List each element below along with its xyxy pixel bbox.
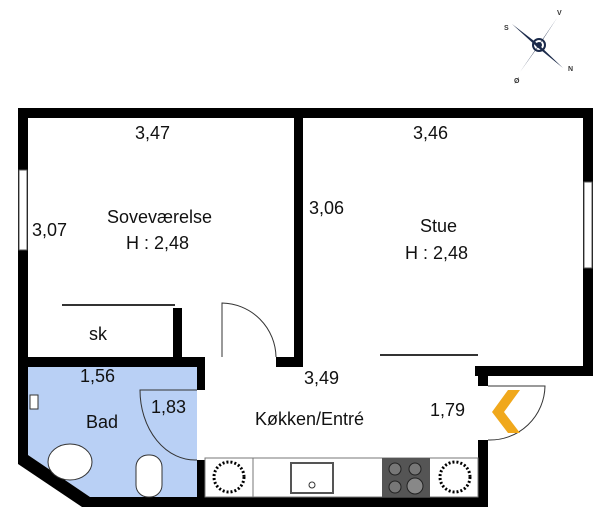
compass-west: V	[557, 10, 562, 17]
compass-icon: S V N Ø	[504, 10, 573, 85]
living-height: H : 2,48	[405, 243, 468, 263]
windows	[18, 169, 593, 269]
bedroom-height: H : 2,48	[126, 233, 189, 253]
kitchen-width: 3,49	[304, 368, 339, 388]
compass-east: Ø	[514, 78, 520, 85]
bedroom-depth: 3,07	[32, 220, 67, 240]
stool-icon	[438, 460, 472, 494]
bath-fixtures	[29, 394, 163, 498]
kitchen-name: Køkken/Entré	[255, 409, 364, 429]
living-width: 3,46	[413, 123, 448, 143]
closet-name: sk	[89, 324, 108, 344]
bedroom-name: Soveværelse	[107, 207, 212, 227]
entrance-arrow-icon	[492, 390, 520, 433]
stove-icon	[382, 458, 430, 497]
bath-name: Bad	[86, 412, 118, 432]
kitchen-depth: 1,79	[430, 400, 465, 420]
compass-south: S	[504, 25, 509, 32]
washbasin-icon	[47, 443, 93, 481]
compass-north: N	[568, 66, 573, 73]
faucet-icon	[29, 394, 39, 410]
bath-depth: 1,83	[151, 397, 186, 417]
living-name: Stue	[420, 216, 457, 236]
doors	[62, 302, 546, 461]
toilet-icon	[135, 454, 163, 498]
kitchen-counter	[204, 457, 479, 498]
bath-width: 1,56	[80, 366, 115, 386]
living-depth: 3,06	[309, 198, 344, 218]
stool-icon	[212, 460, 246, 494]
bedroom-width: 3,47	[135, 123, 170, 143]
